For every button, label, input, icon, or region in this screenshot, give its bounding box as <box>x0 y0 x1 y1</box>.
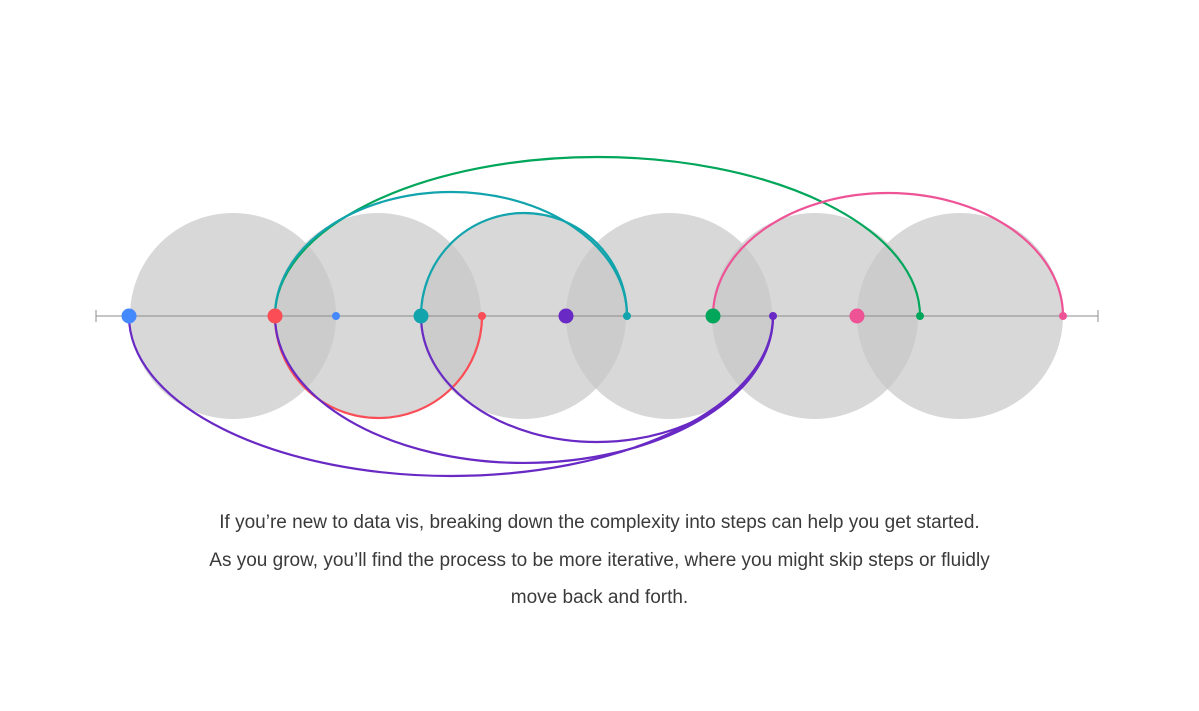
arc-purple-inner <box>419 315 775 444</box>
caption-line-2: As you grow, you’ll find the process to … <box>209 549 990 571</box>
process-diagram <box>95 155 1099 478</box>
step-5-end-marker <box>916 312 924 320</box>
description-caption: If you’re new to data vis, breaking down… <box>0 504 1199 617</box>
step-3-end-marker <box>623 312 631 320</box>
step-1-end-marker <box>332 312 340 320</box>
arc-pink <box>711 191 1065 317</box>
step-markers <box>121 308 1067 324</box>
timeline-axis <box>95 310 1099 322</box>
caption-line-1: If you’re new to data vis, breaking down… <box>219 512 980 533</box>
arc-teal-wide <box>273 190 629 317</box>
step-6-marker <box>849 308 865 324</box>
arc-purple-outer <box>127 315 775 478</box>
step-6-end-marker <box>1059 312 1067 320</box>
step-4-end-marker <box>769 312 777 320</box>
arc-teal-small <box>419 211 629 317</box>
connection-arcs <box>127 155 1065 478</box>
step-2-marker <box>267 308 283 324</box>
step-1-marker <box>121 308 137 324</box>
arc-green-long <box>273 155 922 317</box>
arc-red <box>273 315 484 420</box>
step-3-marker <box>413 308 429 324</box>
step-4-marker <box>558 308 574 324</box>
step-5-marker <box>705 308 721 324</box>
step-2-end-marker <box>478 312 486 320</box>
caption-line-3: move back and forth. <box>510 587 689 608</box>
